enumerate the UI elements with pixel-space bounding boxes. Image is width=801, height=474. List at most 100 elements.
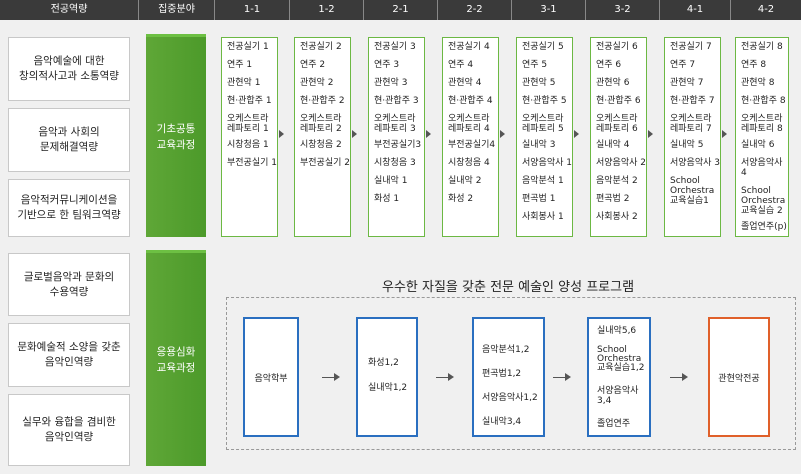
flow-item: 실내악5,6 xyxy=(597,326,637,336)
course-item: 현·관합주 4 xyxy=(448,96,493,106)
header-semester: 1-2 xyxy=(318,4,335,15)
header-separator xyxy=(214,0,215,20)
flow-item: 졸업연주 xyxy=(597,419,631,429)
course-item: 전공실기 3 xyxy=(374,42,416,52)
course-item: 연주 7 xyxy=(670,60,696,70)
flow-item: 음악학부 xyxy=(254,373,288,384)
course-item: 오케스트라 레파토리 1 xyxy=(227,114,269,134)
header-separator xyxy=(363,0,364,20)
course-item: 관현악 2 xyxy=(300,78,334,88)
flow-box-stage4: 실내악5,6 School Orchestra 교육실습1,2 서양음악사3,4… xyxy=(587,317,651,437)
focus-bar-advanced: 응용심화 교육과정 xyxy=(146,253,206,466)
focus-bar-accent xyxy=(146,250,206,253)
course-item: 시창청음 2 xyxy=(300,140,342,150)
competency-text: 음악예술에 대한 창의적사고과 소통역량 xyxy=(19,55,119,82)
focus-bar-basic: 기초공통 교육과정 xyxy=(146,37,206,237)
course-item: 관현악 1 xyxy=(227,78,261,88)
course-item: 음악분석 1 xyxy=(522,176,564,186)
header-semester: 2-1 xyxy=(392,4,409,15)
flow-item: 실내악3,4 xyxy=(482,417,522,427)
flow-item: 화성1,2 xyxy=(368,358,399,368)
course-item: 전공실기 6 xyxy=(596,42,638,52)
header-separator xyxy=(585,0,586,20)
header-competency: 전공역량 xyxy=(50,4,88,15)
flow-item: 실내악1,2 xyxy=(368,383,408,393)
flow-arrow-line xyxy=(670,377,682,378)
course-item: 화성 1 xyxy=(374,194,400,204)
course-item: 부전공실기3 xyxy=(374,140,422,150)
competency-box: 실무와 융합을 겸비한 음악인역량 xyxy=(8,394,130,466)
course-item: 졸업연주(p) xyxy=(741,222,787,232)
course-item: School Orchestra 교육실습 2 xyxy=(741,186,786,216)
flow-arrow-icon xyxy=(334,373,340,381)
arrow-right-icon xyxy=(574,130,579,138)
course-item: 연주 6 xyxy=(596,60,622,70)
header-separator xyxy=(730,0,731,20)
course-item: 현·관합주 6 xyxy=(596,96,641,106)
course-item: 오케스트라 레파토리 3 xyxy=(374,114,416,134)
course-item: 관현악 6 xyxy=(596,78,630,88)
course-item: 현·관합주 2 xyxy=(300,96,345,106)
flow-item: 서양음악사1,2 xyxy=(482,393,538,403)
flow-box-start: 음악학부 xyxy=(243,317,299,437)
arrow-right-icon xyxy=(279,130,284,138)
flow-arrow-line xyxy=(553,377,565,378)
flow-arrow-line xyxy=(436,377,448,378)
course-item: 전공실기 4 xyxy=(448,42,490,52)
header-separator xyxy=(437,0,438,20)
course-item: 서양음악사 4 xyxy=(741,158,783,178)
header-bar: 전공역량 집중분야 1-1 1-2 2-1 2-2 3-1 3-2 4-1 4-… xyxy=(0,0,801,20)
course-item: 부전공실기 2 xyxy=(300,158,350,168)
flow-box-end: 관현악전공 xyxy=(708,317,770,437)
course-item: 연주 2 xyxy=(300,60,326,70)
flow-item: 음악분석1,2 xyxy=(482,345,530,355)
course-item: 관현악 3 xyxy=(374,78,408,88)
course-item: 사회봉사 2 xyxy=(596,212,638,222)
course-item: 오케스트라 레파토리 7 xyxy=(670,114,712,134)
course-item: 연주 1 xyxy=(227,60,253,70)
competency-box: 문화예술적 소양을 갖춘 음악인역량 xyxy=(8,323,130,387)
course-item: 현·관합주 8 xyxy=(741,96,786,106)
flow-arrow-icon xyxy=(682,373,688,381)
header-semester: 1-1 xyxy=(243,4,261,15)
course-item: 오케스트라 레파토리 8 xyxy=(741,114,783,134)
program-frame xyxy=(226,297,796,450)
course-item: 오케스트라 레파토리 5 xyxy=(522,114,564,134)
flow-item: 편곡법1,2 xyxy=(482,369,522,379)
header-separator xyxy=(138,0,139,20)
arrow-right-icon xyxy=(500,130,505,138)
course-item: 전공실기 8 xyxy=(741,42,783,52)
course-item: 실내악 2 xyxy=(448,176,482,186)
focus-label: 응용심화 교육과정 xyxy=(156,345,196,374)
course-item: 실내악 1 xyxy=(374,176,408,186)
arrow-right-icon xyxy=(722,130,727,138)
focus-label: 기초공통 교육과정 xyxy=(156,123,196,151)
competency-box: 글로벌음악과 문화의 수용역량 xyxy=(8,253,130,316)
course-item: 전공실기 7 xyxy=(670,42,712,52)
header-semester: 2-2 xyxy=(466,4,483,15)
course-item: 오케스트라 레파토리 6 xyxy=(596,114,638,134)
competency-text: 실무와 융합을 겸비한 음악인역량 xyxy=(22,416,116,443)
course-item: 시창청음 4 xyxy=(448,158,490,168)
course-item: 서양음악사 2 xyxy=(596,158,646,168)
course-item: 연주 8 xyxy=(741,60,767,70)
course-item: 서양음악사 3 xyxy=(670,158,720,168)
header-focus: 집중분야 xyxy=(158,4,195,15)
course-item: 실내악 5 xyxy=(670,140,704,150)
course-item: 실내악 3 xyxy=(522,140,556,150)
course-item: 현·관합주 3 xyxy=(374,96,419,106)
course-item: 전공실기 5 xyxy=(522,42,564,52)
course-item: 전공실기 1 xyxy=(227,42,269,52)
course-item: 실내악 6 xyxy=(741,140,775,150)
course-item: 사회봉사 1 xyxy=(522,212,564,222)
course-item: 부전공실기 1 xyxy=(227,158,277,168)
course-item: School Orchestra 교육실습1 xyxy=(670,176,715,206)
flow-item: 서양음악사3,4 xyxy=(597,386,639,406)
